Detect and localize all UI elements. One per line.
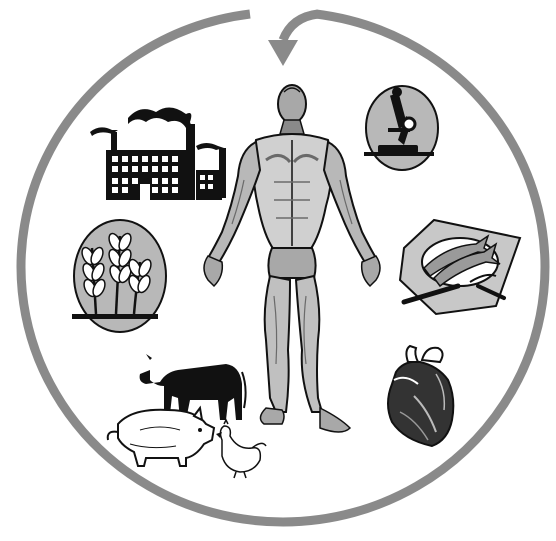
fish-icon [400, 220, 520, 314]
heart-icon [388, 346, 453, 446]
cycle-arrowhead-icon [268, 40, 298, 66]
chicken-icon [216, 420, 266, 478]
wheat-icon [72, 220, 166, 332]
pig-icon [108, 408, 214, 466]
factory-icon [90, 107, 226, 200]
microscope-icon [364, 86, 438, 170]
arrow-shaft [283, 14, 318, 40]
